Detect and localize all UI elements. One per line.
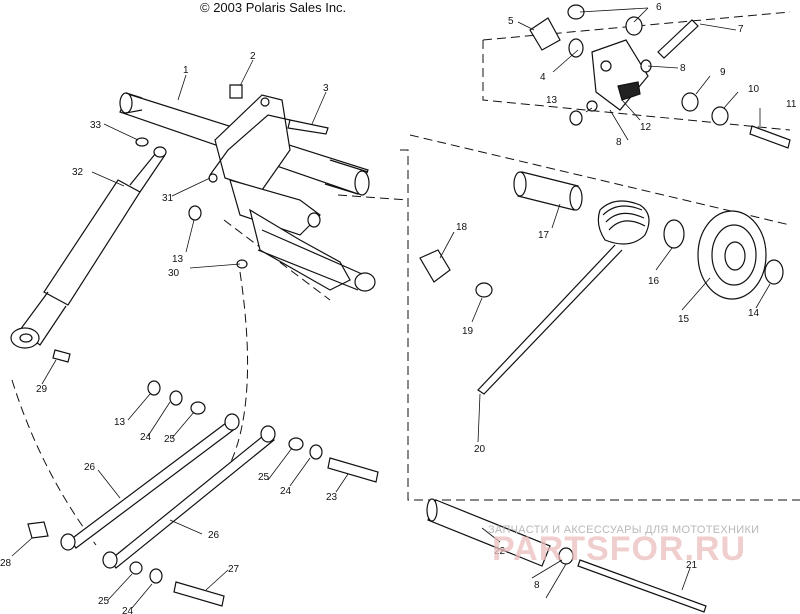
callout-24-lower: 24	[122, 606, 134, 614]
part-24-washer-upper	[169, 390, 183, 406]
part-28-bushing	[27, 521, 49, 539]
part-23-bolt	[327, 457, 379, 483]
callout-1: 1	[183, 65, 189, 76]
callout-28: 28	[0, 558, 12, 569]
part-10-washer	[711, 106, 729, 126]
part-19-washer	[475, 282, 493, 298]
callout-8-middle: 8	[616, 137, 622, 148]
callout-24-upper: 24	[140, 432, 152, 443]
watermark-logo: PARTSFOR.RU	[492, 530, 747, 568]
callout-9: 9	[720, 67, 726, 78]
part-20-spring	[477, 200, 650, 395]
callout-32: 32	[72, 167, 84, 178]
callout-6: 6	[656, 2, 662, 13]
callout-25-upper: 25	[164, 434, 176, 445]
part-18-fitting	[419, 249, 451, 283]
part-16-washer	[663, 219, 685, 249]
callout-26-upper: 26	[84, 462, 96, 473]
callout-8-lower: 8	[534, 580, 540, 591]
part-24-washer-lower	[149, 568, 163, 584]
part-6-washer-b	[625, 16, 643, 36]
callout-2: 2	[250, 51, 256, 62]
part-11-bolt	[749, 125, 791, 149]
callout-23: 23	[326, 492, 338, 503]
callout-25-lower: 25	[98, 596, 110, 607]
part-31-bracket	[208, 94, 376, 292]
part-29-pin	[52, 349, 71, 363]
callout-15: 15	[678, 314, 690, 325]
callout-30: 30	[168, 268, 180, 279]
part-8-washer-mid	[586, 100, 598, 112]
callout-10: 10	[748, 84, 760, 95]
callout-27: 27	[228, 564, 240, 575]
callout-33: 33	[90, 120, 102, 131]
watermark-caption: ЗАПЧАСТИ И АКСЕССУАРЫ ДЛЯ МОТОТЕХНИКИ	[488, 524, 760, 536]
part-13-nut-left	[188, 205, 202, 221]
part-27-bolt	[173, 581, 225, 607]
callout-31: 31	[162, 193, 174, 204]
part-21-bolt	[577, 559, 707, 613]
callout-17: 17	[538, 230, 550, 241]
part-25-bushing-upper	[190, 401, 206, 415]
callout-8-upper: 8	[680, 63, 686, 74]
callout-7: 7	[738, 24, 744, 35]
part-25-bushing-lower	[129, 561, 143, 575]
part-32-shock	[10, 146, 167, 349]
callout-12: 12	[640, 122, 652, 133]
callout-14: 14	[748, 308, 760, 319]
dashed-boundaries	[11, 11, 800, 546]
callout-5: 5	[508, 16, 514, 27]
callout-4: 4	[540, 72, 546, 83]
part-13-nut-lower	[147, 380, 161, 396]
part-2-nut	[229, 84, 243, 99]
part-26-rods	[60, 413, 276, 569]
callout-11: 11	[786, 99, 797, 110]
callout-22: 22	[494, 546, 506, 557]
part-24-washer-mid	[309, 444, 323, 460]
callout-24-mid: 24	[280, 486, 292, 497]
part-7-bolt	[657, 19, 699, 59]
callout-3: 3	[323, 83, 329, 94]
part-12-block-assembly	[591, 39, 649, 111]
diagram-drawing	[10, 4, 800, 613]
part-13-nut-right	[569, 110, 583, 126]
leader-lines	[11, 7, 771, 609]
part-9-washer	[681, 92, 699, 112]
copyright-notice: © 2003 Polaris Sales Inc.	[200, 0, 347, 15]
callout-13-left: 13	[172, 254, 184, 265]
part-14-bearing	[764, 259, 784, 285]
callout-19: 19	[462, 326, 474, 337]
part-4-washer	[568, 38, 584, 58]
part-17-sleeve	[513, 171, 583, 211]
callout-20: 20	[474, 444, 486, 455]
callout-16: 16	[648, 276, 660, 287]
part-33-bushing	[135, 137, 149, 147]
part-15-idler-wheel	[697, 210, 767, 300]
callout-25-mid: 25	[258, 472, 270, 483]
callout-21: 21	[686, 560, 698, 571]
part-25-bushing-mid	[288, 437, 304, 451]
callout-18: 18	[456, 222, 468, 233]
callout-26-lower: 26	[208, 530, 220, 541]
part-3-bolt	[287, 119, 329, 135]
callout-13-right: 13	[546, 95, 558, 106]
part-5-bushing	[529, 17, 561, 51]
callout-29: 29	[36, 384, 48, 395]
callout-13-lower: 13	[114, 417, 126, 428]
